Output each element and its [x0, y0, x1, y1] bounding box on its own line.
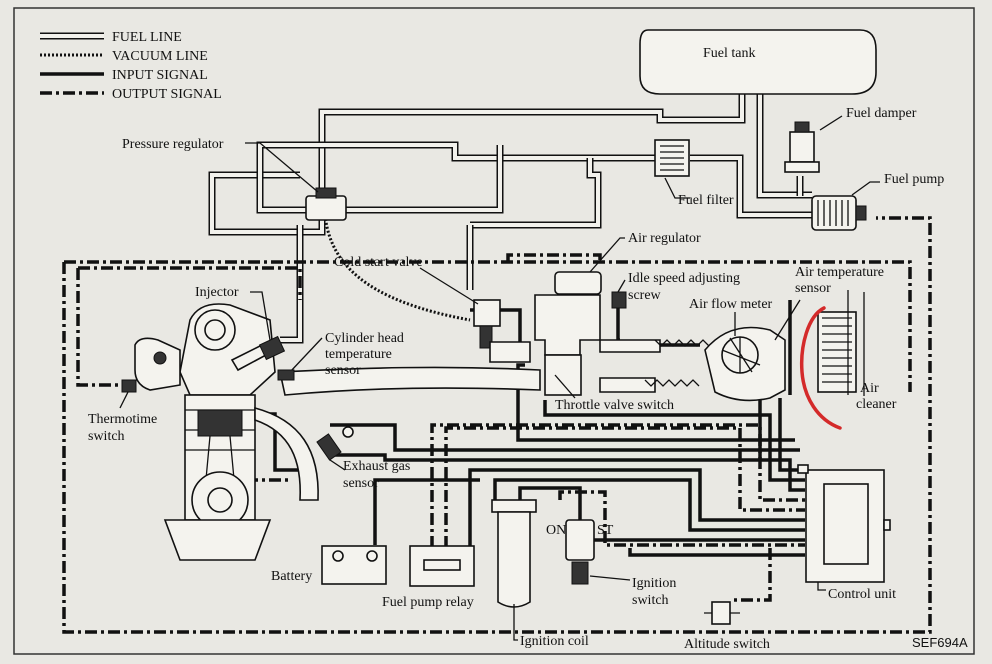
fuel-pump-relay: Fuel pump relay: [382, 545, 475, 610]
battery: Battery: [271, 545, 387, 585]
label-fuel-filter: Fuel filter: [678, 193, 734, 208]
throttle-chamber: Throttle valve switch: [534, 294, 710, 413]
air-flow-meter: Air flow meter: [689, 297, 786, 402]
label-exhaust-1: Exhaust gas: [343, 459, 410, 474]
thermotime-switch: [121, 379, 137, 393]
label-ignition-sw-2: switch: [632, 593, 669, 608]
label-fuel-damper: Fuel damper: [846, 106, 917, 121]
label-ignition-sw-1: Ignition: [632, 576, 676, 591]
idle-speed-screw: Idle speed adjusting screw: [611, 271, 740, 309]
label-fuel-tank: Fuel tank: [703, 46, 756, 61]
label-control-unit: Control unit: [828, 587, 896, 602]
page-frame: [13, 7, 975, 655]
label-st: ST: [597, 523, 614, 538]
thermotime-leader: [119, 391, 129, 409]
ignition-coil: Ignition coil: [491, 499, 589, 649]
label-on: ON: [546, 523, 566, 538]
pressure-regulator: Pressure regulator: [122, 137, 347, 221]
ignition-switch: ON ST Ignition switch: [546, 519, 676, 608]
label-injector: Injector: [195, 285, 239, 300]
label-air-cleaner-2: cleaner: [856, 397, 897, 412]
cyl-head-sensor-leader: [289, 337, 323, 373]
label-fuel-pump: Fuel pump: [884, 172, 944, 187]
label-thermotime-2: switch: [88, 429, 125, 444]
red-annotation-mark: [799, 306, 842, 430]
label-air-temp-1: Air temperature: [795, 265, 884, 280]
label-air-flow-meter: Air flow meter: [689, 297, 773, 312]
label-ignition-coil: Ignition coil: [520, 634, 589, 649]
label-altitude-switch: Altitude switch: [684, 637, 770, 652]
label-fuel-pump-relay: Fuel pump relay: [382, 595, 474, 610]
harness-lines: [62, 216, 932, 634]
intake-collector: [489, 341, 531, 363]
fuel-pump: Fuel pump: [811, 172, 944, 231]
altitude-switch: Altitude switch: [684, 601, 770, 652]
label-cold-start-valve: Cold start valve: [334, 255, 423, 270]
fuel-filter: Fuel filter: [654, 139, 734, 208]
label-thermotime-1: Thermotime: [88, 412, 157, 427]
label-cyl-head-3: sensor: [325, 363, 361, 378]
fuel-tank: Fuel tank: [639, 29, 877, 95]
label-pressure-regulator: Pressure regulator: [122, 137, 224, 152]
air-regulator: Air regulator: [554, 231, 701, 295]
label-idle-speed-1: Idle speed adjusting: [628, 271, 740, 286]
legend-vacuum-line: VACUUM LINE: [112, 49, 208, 64]
exhaust-gas-sensor: Exhaust gas sensor: [316, 426, 410, 491]
label-cyl-head-2: temperature: [325, 347, 392, 362]
cyl-head-sensor: [277, 369, 295, 381]
engine: [134, 303, 286, 561]
label-air-cleaner-1: Air: [860, 381, 879, 396]
legend-output-signal: OUTPUT SIGNAL: [112, 87, 222, 102]
vacuum-line: [323, 214, 471, 322]
figure-code: SEF694A: [912, 635, 968, 650]
air-cleaner: Air cleaner: [817, 290, 897, 412]
label-air-regulator: Air regulator: [628, 231, 701, 246]
label-battery: Battery: [271, 569, 312, 584]
label-exhaust-2: sensor: [343, 476, 379, 491]
fuel-damper: Fuel damper: [784, 106, 917, 173]
exhaust-pipe: [254, 406, 319, 501]
cold-start-valve: Cold start valve: [334, 255, 501, 349]
legend-fuel-line: FUEL LINE: [112, 30, 182, 45]
control-unit: Control unit: [797, 464, 896, 602]
label-idle-speed-2: screw: [628, 288, 662, 303]
label-throttle-valve-switch: Throttle valve switch: [555, 398, 674, 413]
air-temperature-sensor: Air temperature sensor: [774, 265, 884, 341]
label-air-temp-2: sensor: [795, 281, 831, 296]
intake-pipe: [279, 366, 541, 396]
label-cyl-head-1: Cylinder head: [325, 331, 404, 346]
legend: FUEL LINE VACUUM LINE INPUT SIGNAL OUTPU…: [40, 30, 222, 102]
legend-input-signal: INPUT SIGNAL: [112, 68, 208, 83]
injector-leader: [250, 291, 271, 341]
